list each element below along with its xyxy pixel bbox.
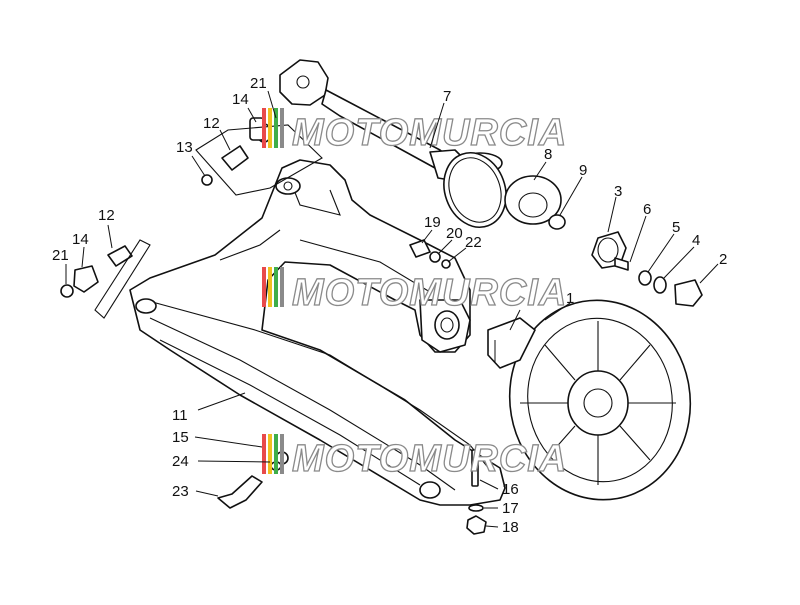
label-part-2: 2 <box>719 251 727 268</box>
svg-text:MOTOMURCIA: MOTOMURCIA <box>292 438 567 480</box>
label-part-11: 11 <box>172 407 188 424</box>
watermark-bottom: MOTOMURCIA <box>262 434 567 481</box>
label-part-17: 17 <box>502 500 519 517</box>
label-part-18: 18 <box>502 519 519 536</box>
label-part-6: 6 <box>643 201 651 218</box>
label-part-21b: 21 <box>52 247 69 264</box>
rear-hub-drawing <box>487 299 692 501</box>
label-part-5: 5 <box>672 219 680 236</box>
svg-text:MOTOMURCIA: MOTOMURCIA <box>292 112 567 154</box>
label-part-9: 9 <box>579 162 587 179</box>
gaiter-flange-drawing <box>443 152 566 230</box>
label-part-4: 4 <box>692 232 700 249</box>
label-part-14b: 14 <box>72 231 89 248</box>
label-part-19: 19 <box>424 214 441 231</box>
label-part-3: 3 <box>614 183 622 200</box>
watermark-top: MOTOMURCIA <box>262 108 567 155</box>
label-part-8: 8 <box>544 146 552 163</box>
svg-text:MOTOMURCIA: MOTOMURCIA <box>292 272 567 314</box>
label-part-20: 20 <box>446 225 463 242</box>
label-part-1: 1 <box>566 290 574 307</box>
label-part-12b: 12 <box>98 207 115 224</box>
label-part-15: 15 <box>172 429 189 446</box>
watermark-middle: MOTOMURCIA <box>262 267 567 315</box>
leader-lines <box>65 90 719 528</box>
label-part-16: 16 <box>502 481 519 498</box>
label-part-7: 7 <box>443 88 451 105</box>
part-labels: 1 2 3 4 5 6 7 8 9 11 12 12 13 14 14 15 1… <box>52 75 727 536</box>
label-part-21: 21 <box>250 75 267 92</box>
label-part-12: 12 <box>203 115 220 132</box>
label-part-24: 24 <box>172 453 189 470</box>
label-part-22: 22 <box>465 234 482 251</box>
label-part-23: 23 <box>172 483 189 500</box>
label-part-13: 13 <box>176 139 193 156</box>
splined-parts-drawing <box>591 231 703 307</box>
label-part-14: 14 <box>232 91 249 108</box>
